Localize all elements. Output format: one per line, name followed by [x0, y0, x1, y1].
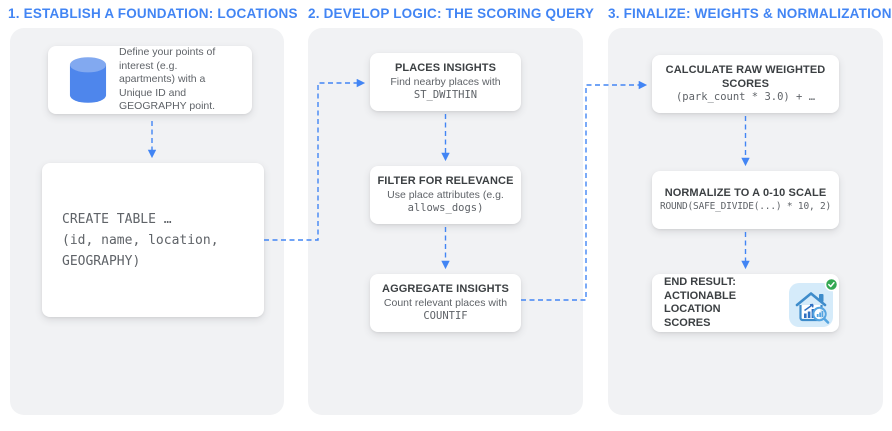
aggregate-insights-title: AGGREGATE INSIGHTS: [382, 283, 509, 296]
places-insights-body: Find nearby places with: [390, 75, 501, 88]
aggregate-insights-card: AGGREGATE INSIGHTS Count relevant places…: [370, 274, 521, 332]
places-insights-code: ST_DWITHIN: [413, 88, 478, 101]
database-cylinder-icon: [69, 57, 107, 103]
end-result-card: END RESULT: ACTIONABLE LOCATION SCORES: [652, 274, 839, 332]
normalize-card: NORMALIZE TO A 0-10 SCALE ROUND(SAFE_DIV…: [652, 171, 839, 229]
places-insights-card: PLACES INSIGHTS Find nearby places with …: [370, 53, 521, 111]
calculate-scores-title: CALCULATE RAW WEIGHTED SCORES: [665, 64, 826, 90]
house-analytics-icon: [789, 277, 839, 327]
calculate-scores-card: CALCULATE RAW WEIGHTED SCORES (park_coun…: [652, 55, 839, 113]
define-points-card: Define your points of interest (e.g. apa…: [48, 46, 252, 114]
normalize-title: NORMALIZE TO A 0-10 SCALE: [664, 186, 827, 199]
calculate-scores-code: (park_count * 3.0) + …: [675, 91, 816, 103]
filter-relevance-code: allows_dogs): [407, 201, 484, 214]
check-badge-icon: [824, 277, 839, 292]
create-table-card: CREATE TABLE … (id, name, location, GEOG…: [42, 163, 264, 317]
column-3-header: 3. FINALIZE: WEIGHTS & NORMALIZATION: [608, 6, 892, 21]
define-points-text: Define your points of interest (e.g. apa…: [119, 46, 216, 113]
column-1-header: 1. ESTABLISH A FOUNDATION: LOCATIONS: [8, 6, 298, 21]
aggregate-insights-code: COUNTIF: [423, 309, 468, 322]
normalize-code: ROUND(SAFE_DIVIDE(...) * 10, 2): [659, 201, 832, 213]
create-table-code: CREATE TABLE … (id, name, location, GEOG…: [62, 211, 219, 269]
column-2-header: 2. DEVELOP LOGIC: THE SCORING QUERY: [308, 6, 595, 21]
places-insights-title: PLACES INSIGHTS: [394, 62, 497, 75]
filter-relevance-body: Use place attributes (e.g.: [387, 188, 504, 201]
end-result-title: END RESULT: ACTIONABLE LOCATION SCORES: [664, 276, 737, 329]
aggregate-insights-body: Count relevant places with: [383, 296, 508, 309]
filter-relevance-card: FILTER FOR RELEVANCE Use place attribute…: [370, 166, 521, 224]
filter-relevance-title: FILTER FOR RELEVANCE: [377, 175, 514, 188]
